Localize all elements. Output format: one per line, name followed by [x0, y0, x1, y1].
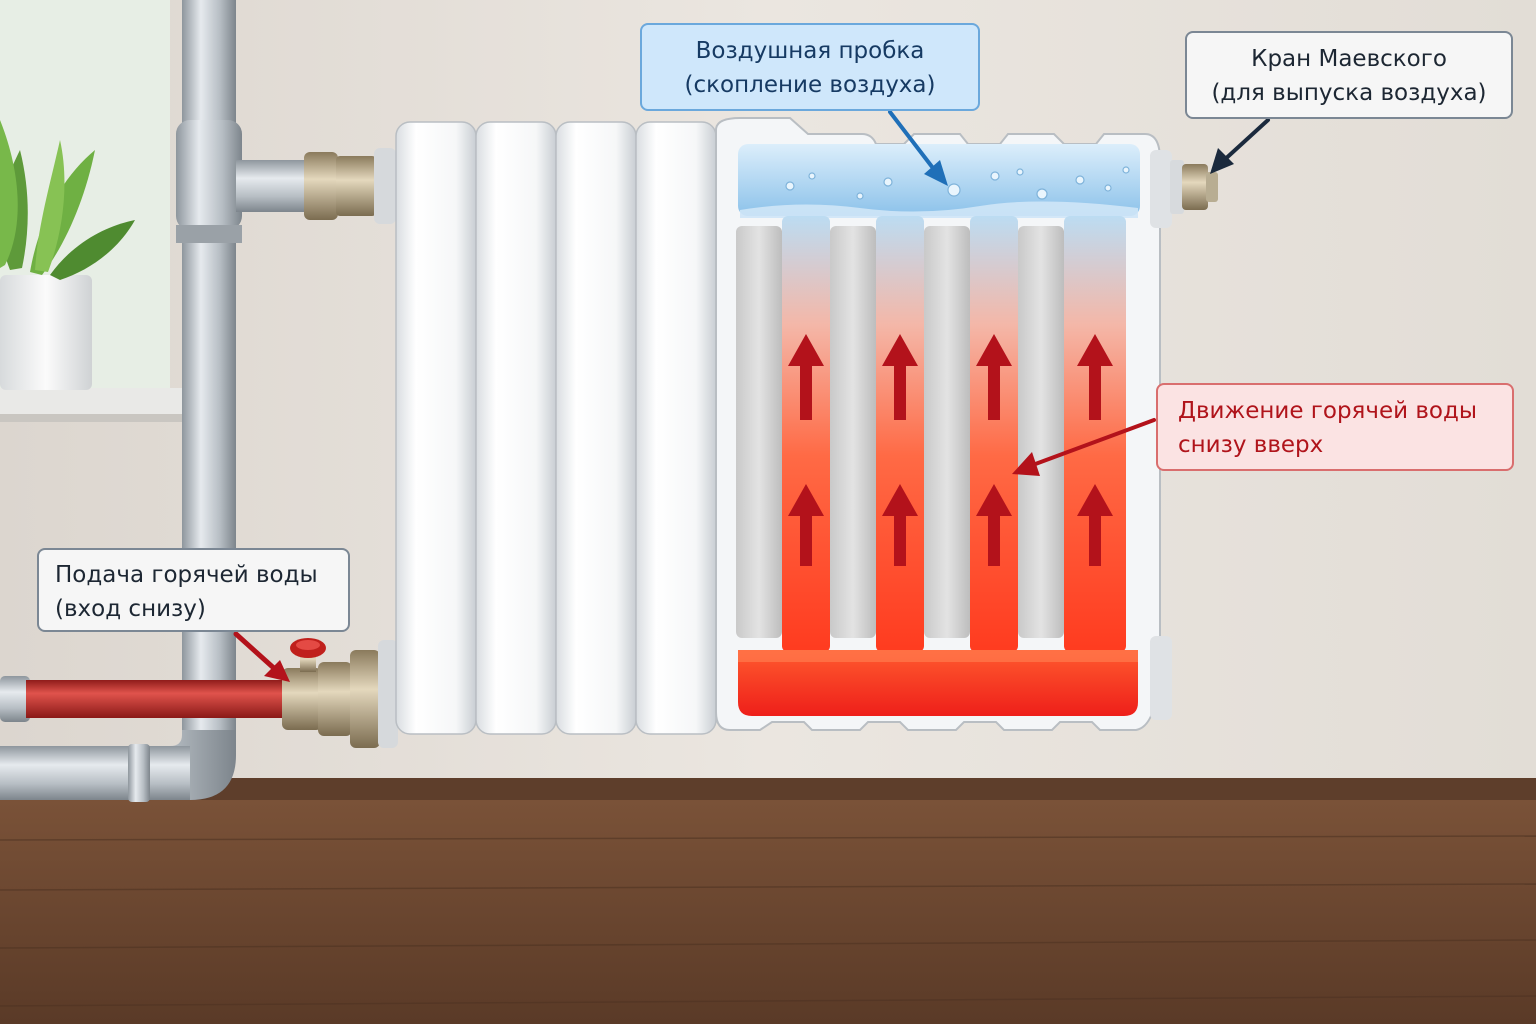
radiator-cutaway	[715, 117, 1172, 731]
callout-pointers	[233, 110, 1270, 682]
hot-supply-pipe	[0, 638, 398, 748]
floor	[0, 800, 1536, 1024]
water-tube	[876, 216, 924, 652]
hot-water-supply-title: Подача горячей воды	[55, 562, 318, 588]
air-bubbles	[785, 166, 1130, 200]
top-connection-pipe	[236, 148, 396, 224]
plant	[0, 120, 135, 390]
hot-water-chamber	[738, 650, 1138, 716]
water-tube	[1064, 216, 1126, 652]
mayevsky-valve-title: Кран Маевского	[1251, 46, 1447, 72]
air-lock-subtitle: (скопление воздуха)	[684, 72, 936, 98]
water-tube	[782, 216, 830, 652]
air-lock-title: Воздушная пробка	[695, 38, 925, 64]
callout-mayevsky-valve: Кран Маевского (для выпуска воздуха)	[1185, 31, 1513, 119]
hot-water-flow-line1: Движение горячей воды	[1178, 398, 1478, 424]
callout-hot-water-supply: Подача горячей воды (вход снизу)	[37, 548, 350, 632]
mayevsky-valve	[1170, 160, 1218, 214]
flow-arrows	[788, 334, 1113, 566]
callout-air-lock: Воздушная пробка (скопление воздуха)	[640, 23, 980, 111]
floor-boards	[0, 835, 1536, 1007]
hot-water-supply-subtitle: (вход снизу)	[55, 596, 206, 622]
callout-hot-water-flow: Движение горячей воды снизу вверх	[1156, 383, 1514, 471]
baseboard	[0, 778, 1536, 800]
hot-water-flow-line2: снизу вверх	[1178, 432, 1324, 458]
mayevsky-valve-subtitle: (для выпуска воздуха)	[1211, 80, 1487, 106]
water-tube	[970, 216, 1018, 652]
radiator-closed-sections	[395, 121, 717, 735]
